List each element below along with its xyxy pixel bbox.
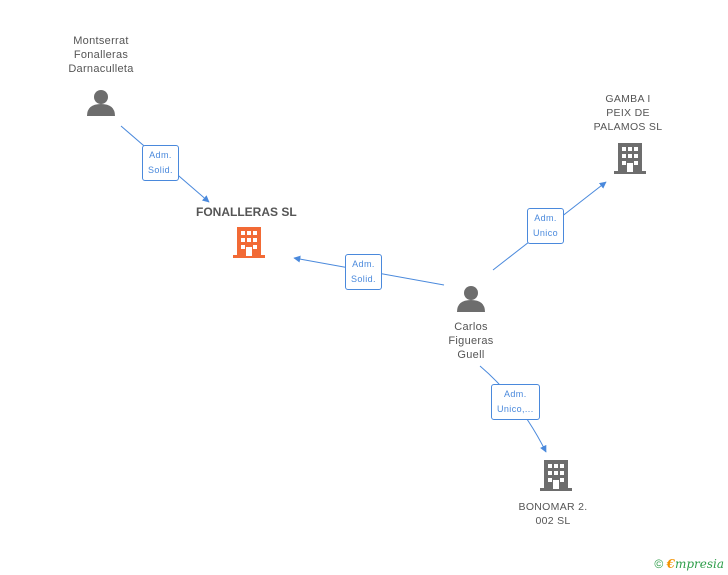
edge-badge-carlos-bonomar[interactable]: Adm. Unico,... [491, 384, 540, 420]
edge-badge-carlos-fonalleras[interactable]: Adm. Solid. [345, 254, 382, 290]
person-label-montserrat[interactable]: Montserrat Fonalleras Darnaculleta [46, 34, 156, 76]
edge-badge-line: Unico [533, 228, 559, 238]
edge-badge-line: Adm. [504, 389, 527, 399]
edge-badge-line: Adm. [352, 259, 375, 269]
edge-badge-line: Adm. [149, 150, 172, 160]
person-name-line: Carlos [454, 321, 488, 333]
footer-brand: © €mpresia [654, 557, 724, 571]
company-name-line: PEIX DE [606, 107, 650, 119]
company-name-line: BONOMAR 2. [518, 501, 588, 513]
person-name-line: Darnaculleta [68, 63, 134, 75]
edge-badge-line: Adm. [534, 213, 557, 223]
person-name-line: Figueras [448, 335, 494, 347]
company-name-line: 002 SL [535, 515, 571, 527]
empresia-logo: €mpresia [666, 557, 724, 571]
edge-badge-carlos-gamba[interactable]: Adm. Unico [527, 208, 565, 244]
copyright-icon: © [654, 557, 664, 571]
edge-badge-line: Solid. [351, 274, 376, 284]
company-name-line: GAMBA I [605, 93, 651, 105]
person-name-line: Fonalleras [73, 49, 129, 61]
edge-badge-montserrat-fonalleras[interactable]: Adm. Solid. [142, 145, 179, 181]
building-icon [614, 143, 646, 174]
person-icon [87, 90, 115, 116]
person-name-line: Guell [457, 349, 485, 361]
company-label-bonomar[interactable]: BONOMAR 2. 002 SL [503, 500, 603, 528]
company-name-line: PALAMOS SL [593, 121, 663, 133]
person-name-line: Montserrat [73, 35, 129, 47]
building-icon [233, 227, 265, 258]
edge-badge-line: Solid. [148, 165, 173, 175]
company-label-gamba[interactable]: GAMBA I PEIX DE PALAMOS SL [578, 92, 678, 134]
person-icon [457, 286, 485, 312]
edge-badge-line: Unico,... [497, 404, 534, 414]
person-label-carlos[interactable]: Carlos Figueras Guell [421, 320, 521, 362]
building-icon [540, 460, 572, 491]
company-label-fonalleras[interactable]: FONALLERAS SL [196, 205, 297, 219]
